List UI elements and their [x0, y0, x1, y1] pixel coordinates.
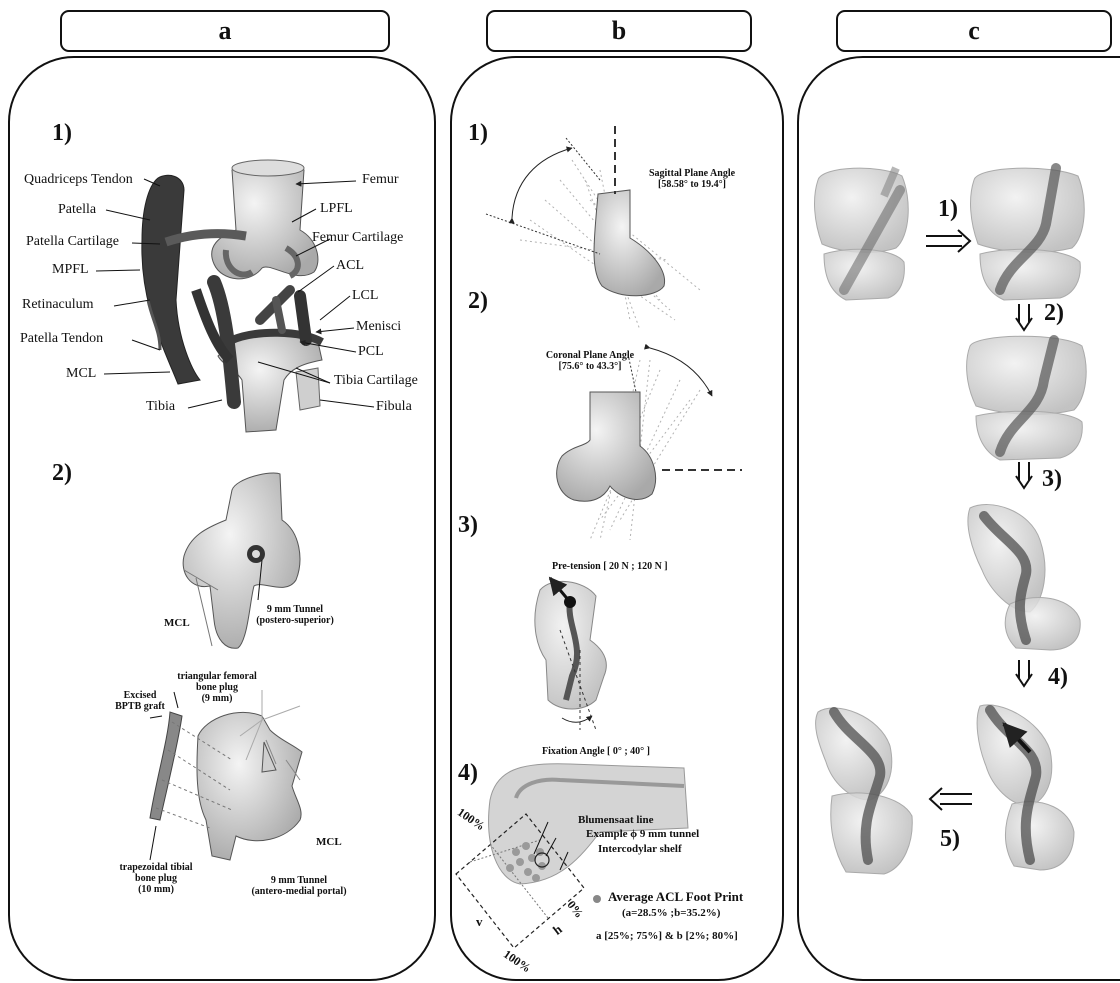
label-quadriceps-tendon: Quadriceps Tendon	[24, 172, 133, 188]
sagittal-femur-b1	[486, 126, 700, 330]
graft-tension-b3	[535, 578, 606, 730]
label-footprint-values: (a=28.5% ;b=35.2%)	[622, 907, 720, 919]
step-c3: 3)	[1042, 466, 1062, 493]
label-intercondylar-shelf: Intercodylar shelf	[598, 843, 682, 855]
label-retinaculum: Retinaculum	[22, 297, 94, 313]
label-tibial-tunnel-line2: (antero-medial portal)	[234, 886, 364, 897]
label-sagittal-line2: [58.58° to 19.4°]	[632, 179, 752, 190]
knee-c6	[816, 708, 913, 874]
knee-c3	[967, 336, 1087, 460]
label-fibula: Fibula	[376, 399, 412, 415]
label-graft: Excised BPTB graft	[100, 690, 180, 712]
label-v-axis: v	[476, 914, 483, 930]
label-coronal-line1: Coronal Plane Angle	[530, 350, 650, 361]
label-lcl: LCL	[352, 288, 378, 304]
step-a1: 1)	[52, 120, 72, 147]
label-tibia-cartilage: Tibia Cartilage	[334, 373, 418, 389]
label-patella: Patella	[58, 202, 96, 218]
step-c1: 1)	[938, 196, 958, 223]
knee-c5	[977, 705, 1074, 870]
label-tibial-plug-line1: trapezoidal tibial	[96, 862, 216, 873]
step-b2: 2)	[468, 288, 488, 315]
label-tibial-plug: trapezoidal tibial bone plug (10 mm)	[96, 862, 216, 895]
step-a2: 2)	[52, 460, 72, 487]
label-footprint-range: a [25%; 75%] & b [2%; 80%]	[596, 930, 738, 942]
label-tibial-tunnel: 9 mm Tunnel (antero-medial portal)	[234, 875, 364, 897]
step-b1: 1)	[468, 120, 488, 147]
label-tibia: Tibia	[146, 399, 175, 415]
label-mcl-lower: MCL	[316, 836, 342, 848]
footprint-diagram-b4	[456, 764, 688, 948]
knee-model-a1	[142, 160, 322, 432]
label-graft-line1: Excised	[100, 690, 180, 701]
knee-c2	[971, 168, 1085, 300]
label-coronal-line2: [75.6° to 43.3°]	[530, 361, 650, 372]
step-c5: 5)	[940, 826, 960, 853]
label-pretension: Pre-tension [ 20 N ; 120 N ]	[552, 561, 668, 572]
label-patella-tendon: Patella Tendon	[20, 331, 103, 347]
label-sagittal-angle: Sagittal Plane Angle [58.58° to 19.4°]	[632, 168, 752, 190]
label-mcl: MCL	[66, 366, 96, 382]
label-tibial-plug-line3: (10 mm)	[96, 884, 216, 895]
knee-sequence-c	[815, 168, 1087, 874]
label-coronal-angle: Coronal Plane Angle [75.6° to 43.3°]	[530, 350, 650, 372]
label-patella-cartilage: Patella Cartilage	[26, 234, 119, 250]
label-footprint-title: Average ACL Foot Print	[608, 889, 743, 905]
label-graft-line2: BPTB graft	[100, 701, 180, 712]
label-femoral-tunnel: 9 mm Tunnel (postero-superior)	[240, 604, 350, 626]
label-acl: ACL	[336, 258, 364, 274]
label-tibial-plug-line2: bone plug	[96, 873, 216, 884]
knee-c1	[815, 168, 909, 300]
label-mpfl: MPFL	[52, 262, 89, 278]
label-femoral-tunnel-line1: 9 mm Tunnel	[240, 604, 350, 615]
coronal-femur-b2	[557, 348, 742, 540]
label-femur: Femur	[362, 172, 399, 188]
step-c4: 4)	[1048, 664, 1068, 691]
label-menisci: Menisci	[356, 319, 401, 335]
label-femoral-plug-line1: triangular femoral	[152, 671, 282, 682]
knee-c4	[968, 505, 1080, 650]
label-example-tunnel: Example ϕ 9 mm tunnel	[586, 828, 699, 840]
step-b3: 3)	[458, 512, 478, 539]
tibia-graft-a2	[150, 690, 302, 860]
label-fixation-angle: Fixation Angle [ 0° ; 40° ]	[542, 746, 650, 757]
label-pcl: PCL	[358, 344, 384, 360]
step-c2: 2)	[1044, 300, 1064, 327]
label-femur-cartilage: Femur Cartilage	[312, 230, 403, 246]
label-sagittal-line1: Sagittal Plane Angle	[632, 168, 752, 179]
label-tibial-tunnel-line1: 9 mm Tunnel	[234, 875, 364, 886]
label-blumensaat: Blumensaat line	[578, 814, 653, 826]
label-mcl-upper: MCL	[164, 617, 190, 629]
label-lpfl: LPFL	[320, 201, 353, 217]
label-femoral-tunnel-line2: (postero-superior)	[240, 615, 350, 626]
step-b4: 4)	[458, 760, 478, 787]
